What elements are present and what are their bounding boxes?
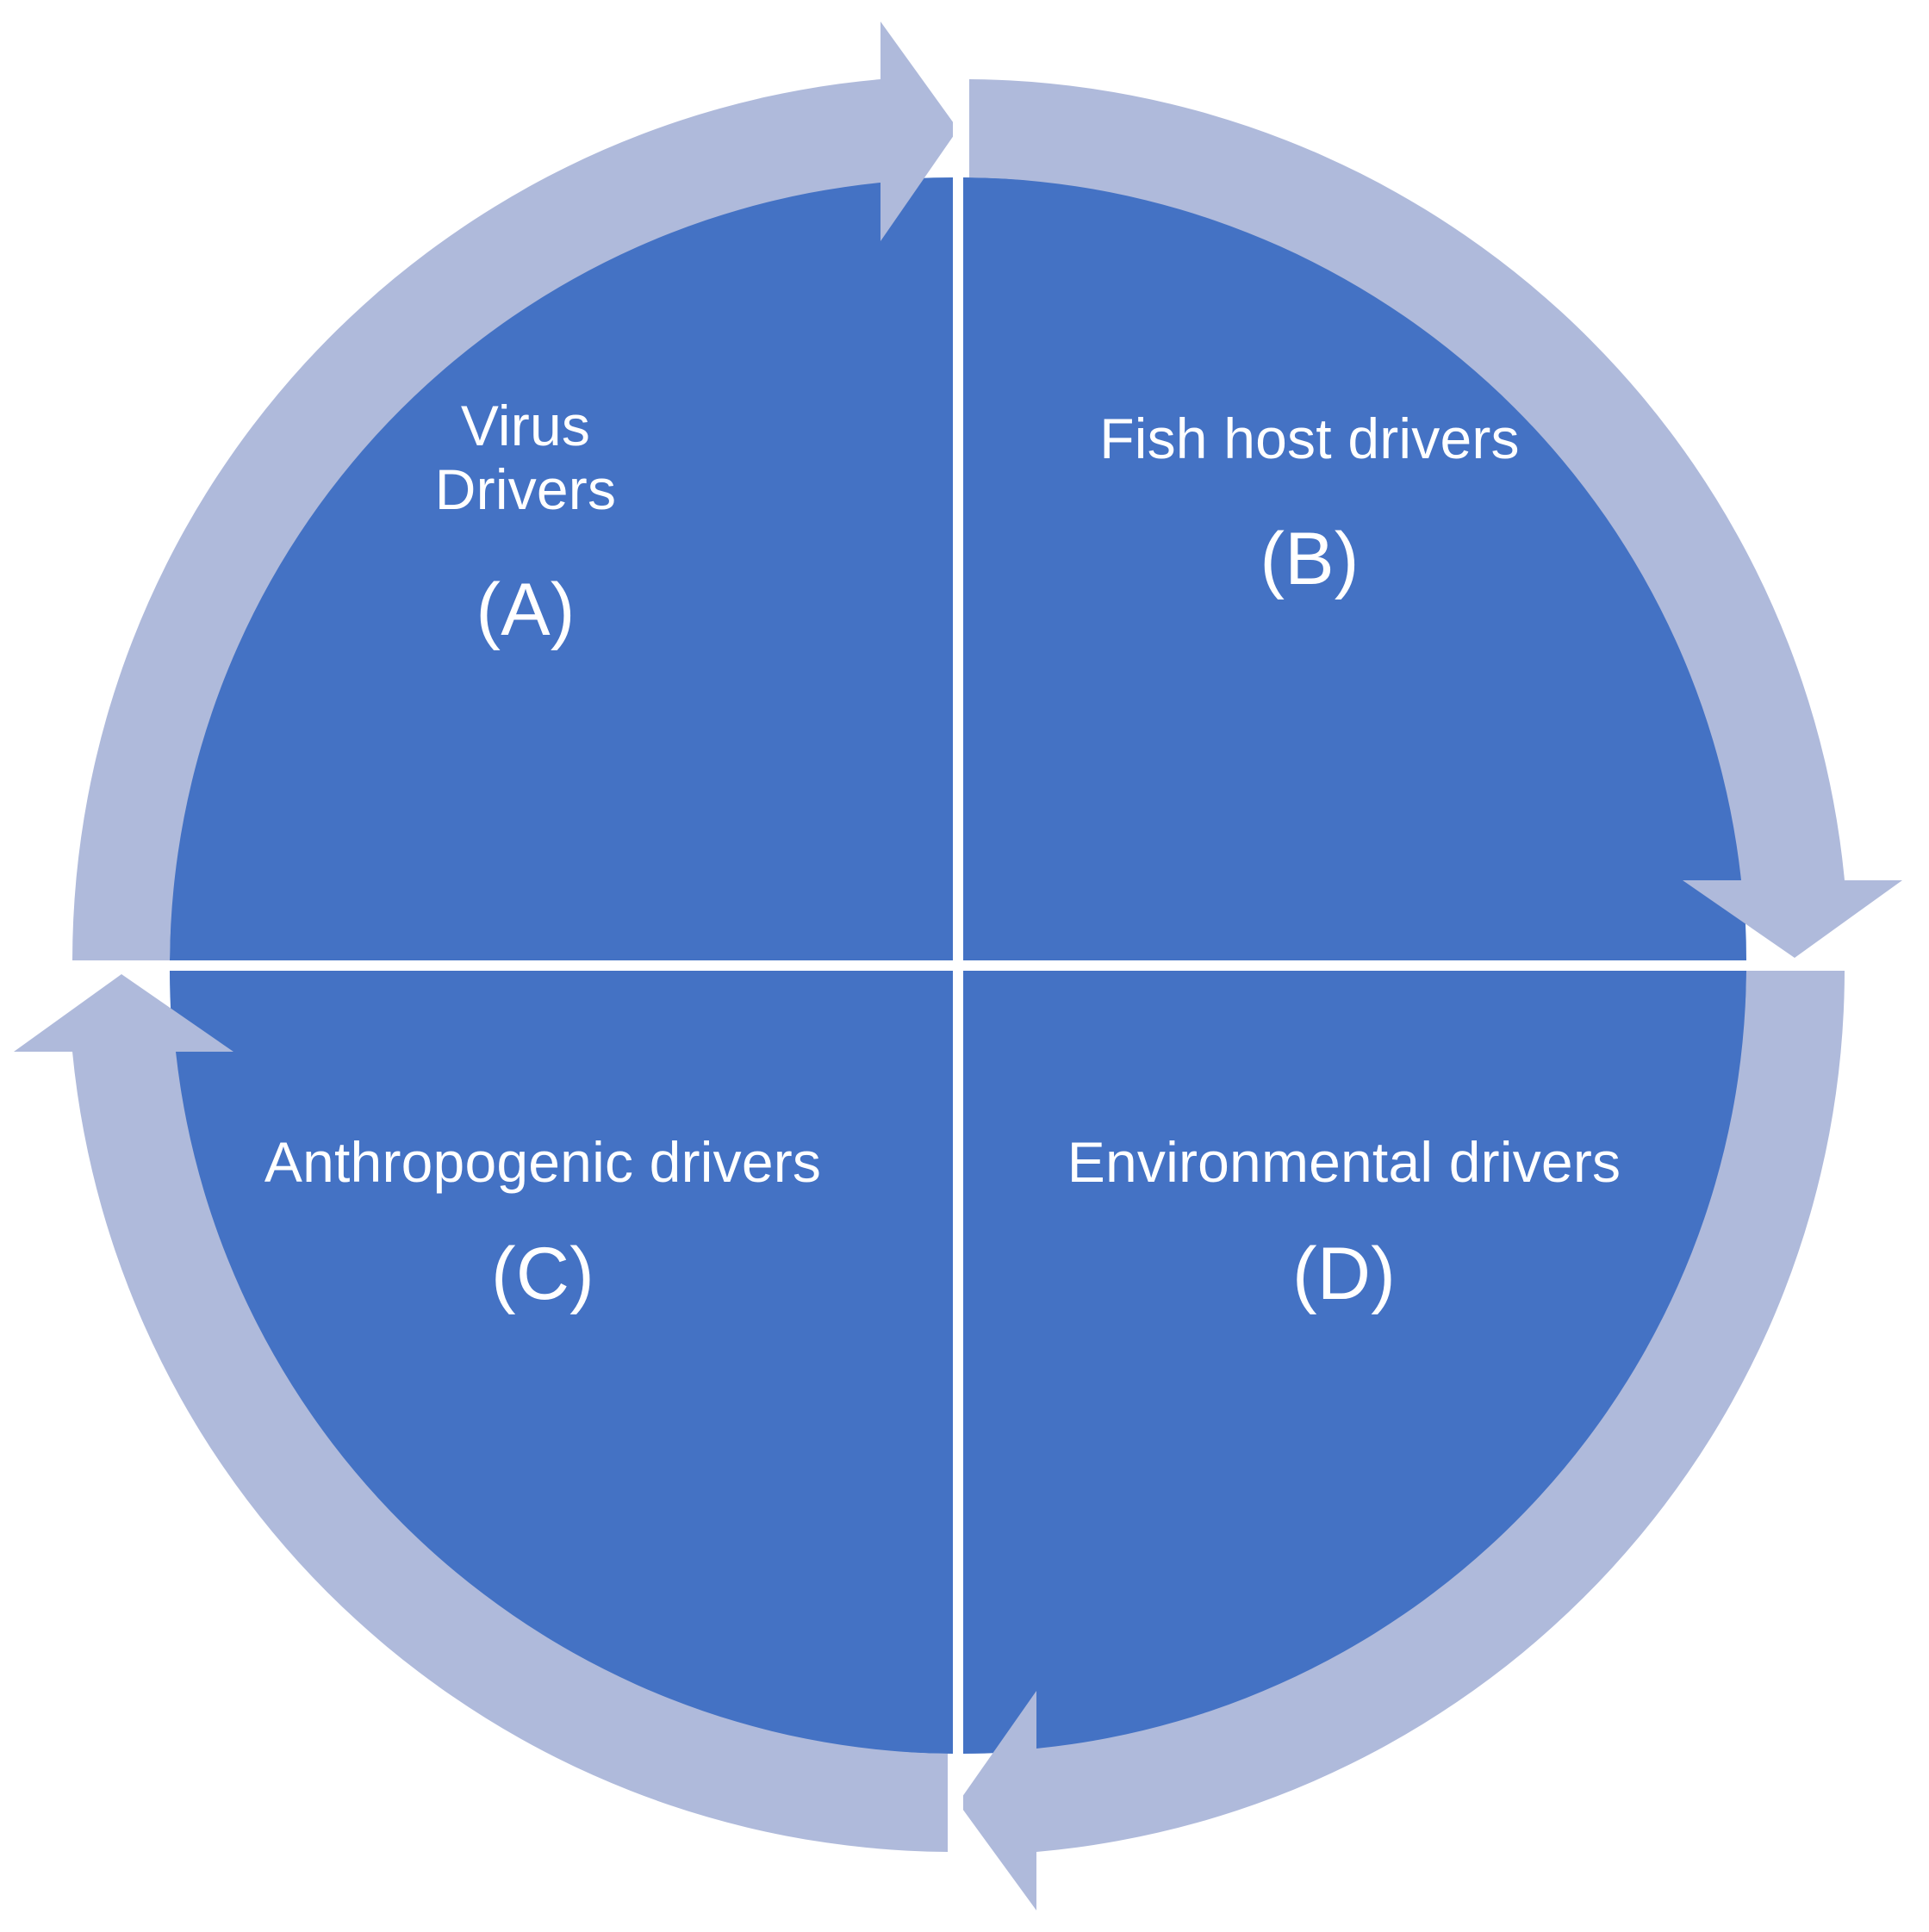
arrow-left[interactable] [14, 974, 948, 1852]
divider-horizontal [0, 960, 1929, 971]
quadrant-wedge-c[interactable] [170, 971, 953, 1754]
quadrant-wedge-b[interactable] [963, 177, 1746, 960]
arrow-bottom[interactable] [958, 971, 1845, 1910]
arrow-right[interactable] [969, 79, 1902, 958]
quadrant-wedge-a[interactable] [170, 177, 953, 960]
arrow-top[interactable] [72, 22, 958, 960]
quadrant-wedge-d[interactable] [963, 971, 1746, 1754]
